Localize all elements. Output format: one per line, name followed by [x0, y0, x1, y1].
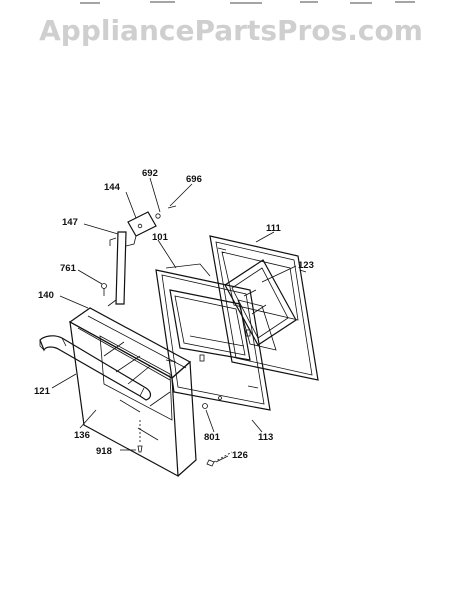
leader-lines: [51, 177, 297, 463]
watermark-text: AppliancePartsPros.com: [39, 14, 423, 47]
screw-761: [101, 283, 107, 296]
callout-696: 696: [186, 174, 202, 185]
callout-692: 692: [142, 168, 158, 179]
hinge-bracket: [125, 205, 177, 247]
callout-144: 144: [104, 182, 121, 193]
door-handle: [39, 335, 152, 401]
callout-761: 761: [60, 263, 77, 274]
callout-147: 147: [62, 217, 78, 228]
callout-126: 126: [232, 450, 248, 461]
screw-801: [202, 396, 222, 409]
screw-126: [206, 451, 233, 467]
door-glass-panel: [224, 259, 297, 346]
callout-136: 136: [74, 430, 90, 441]
door-inner-liner: [155, 263, 271, 411]
callout-140: 140: [38, 290, 54, 301]
hinge-arm: [107, 231, 127, 307]
door-front-panel: [68, 307, 197, 478]
callout-101: 101: [152, 232, 169, 243]
door-back-panel: [209, 235, 319, 381]
callout-801: 801: [204, 432, 221, 443]
screw-918: [137, 420, 143, 453]
callout-labels: 692 144 696 147 101 111 761 123 140 121 …: [34, 168, 314, 461]
callout-121: 121: [34, 386, 51, 397]
callout-918: 918: [96, 446, 112, 457]
callout-111: 111: [266, 223, 282, 234]
callout-113: 113: [258, 432, 273, 443]
scan-artifact-marks: [80, 1, 415, 4]
callout-123: 123: [298, 260, 314, 271]
